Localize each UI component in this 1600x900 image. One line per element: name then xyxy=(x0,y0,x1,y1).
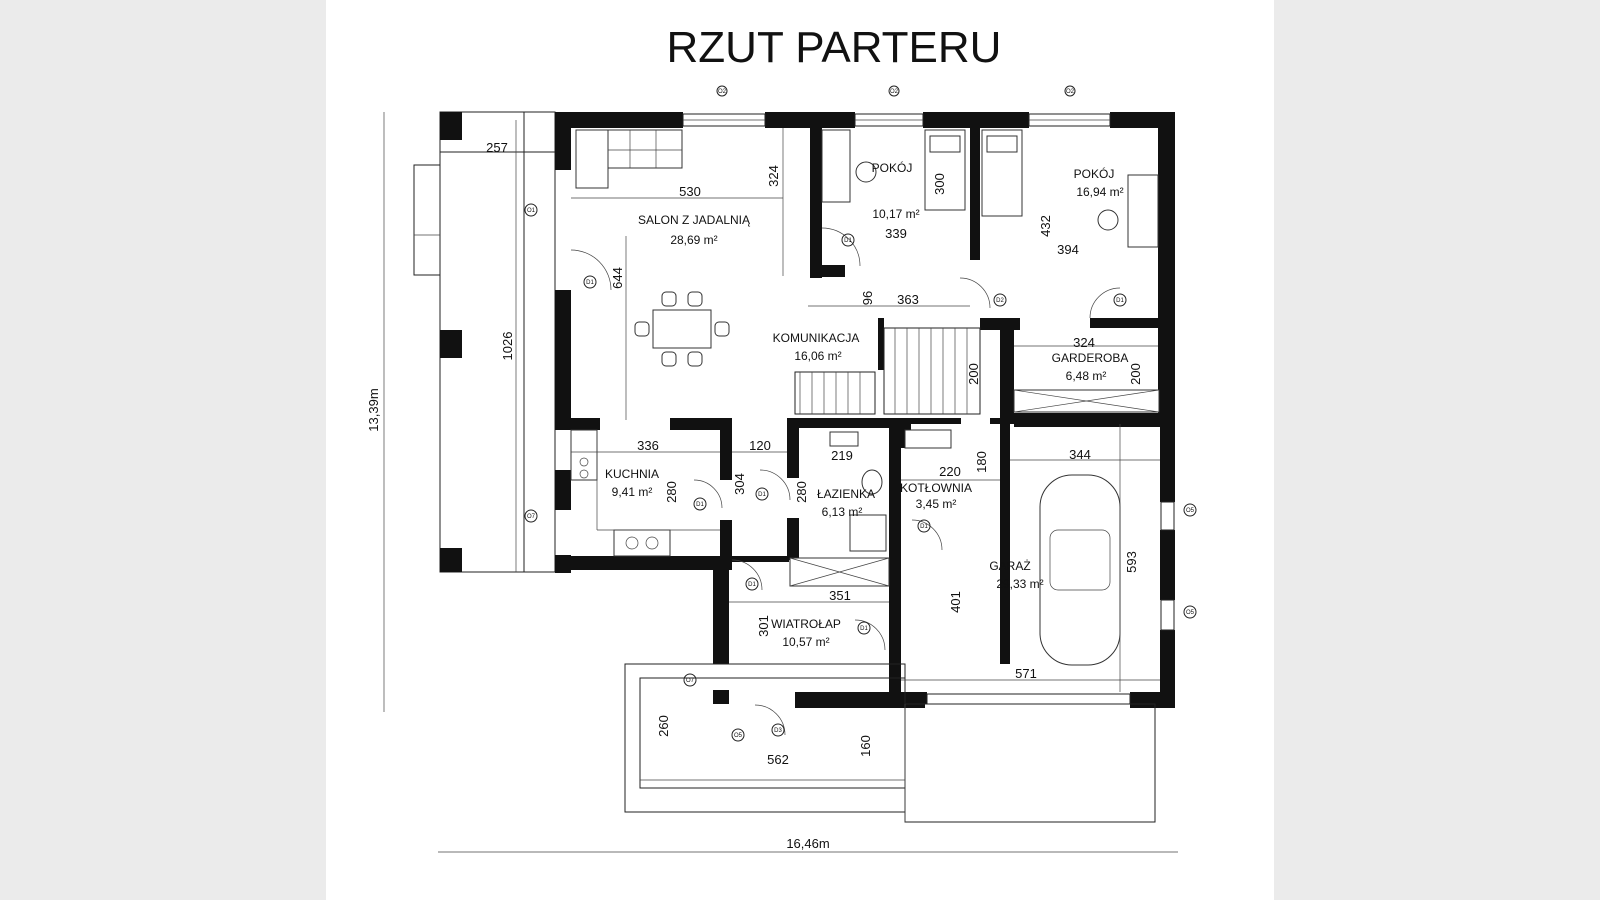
dimension-labels: 257 530 324 300 339 432 394 644 96 363 3… xyxy=(366,140,1143,851)
dim-280-lazienka: 280 xyxy=(794,481,809,503)
room-area-pokoj1: 10,17 m² xyxy=(872,207,919,221)
room-area-lazienka: 6,13 m² xyxy=(822,505,863,519)
dim-260: 260 xyxy=(656,715,671,737)
room-area-komunikacja: 16,06 m² xyxy=(794,349,841,363)
dim-300: 300 xyxy=(932,173,947,195)
dimension-lines xyxy=(383,112,1178,853)
tag-window-top-1: O2 xyxy=(718,89,727,95)
dim-339: 339 xyxy=(885,226,907,241)
tag-entry-side: O5 xyxy=(734,733,743,739)
dim-219: 219 xyxy=(831,448,853,463)
dim-530: 530 xyxy=(679,184,701,199)
dim-180: 180 xyxy=(974,451,989,473)
dim-644: 644 xyxy=(610,267,625,289)
room-name-kuchnia: KUCHNIA xyxy=(605,467,659,481)
tag-pokoj2-door: D1 xyxy=(1116,298,1124,304)
plan-title: RZUT PARTERU xyxy=(667,23,1002,72)
room-area-pokoj2: 16,94 m² xyxy=(1076,185,1123,199)
dim-257: 257 xyxy=(486,140,508,155)
tag-salon-door: D1 xyxy=(586,280,594,286)
dim-363: 363 xyxy=(897,292,919,307)
dim-160: 160 xyxy=(858,735,873,757)
room-name-salon: SALON Z JADALNIĄ xyxy=(638,213,751,227)
dim-301: 301 xyxy=(756,615,771,637)
dim-324-salon: 324 xyxy=(766,165,781,187)
dim-304: 304 xyxy=(732,473,747,495)
dim-401: 401 xyxy=(948,591,963,613)
room-area-kotlownia: 3,45 m² xyxy=(916,497,957,511)
dim-571: 571 xyxy=(1015,666,1037,681)
opening-tags: O2 O2 O2 O1 O7 D1 D1 D2 D1 D1 D1 D1 D1 D… xyxy=(524,85,1197,742)
room-name-pokoj1: POKÓJ xyxy=(872,160,913,175)
room-area-wiatrolap: 10,57 m² xyxy=(782,635,829,649)
tag-garage-door: D1 xyxy=(860,626,868,632)
tag-entry-window: O7 xyxy=(686,678,695,684)
dim-394: 394 xyxy=(1057,242,1079,257)
dim-total-width: 16,46m xyxy=(786,836,829,851)
drawing-sheet xyxy=(326,0,1274,900)
dim-1026: 1026 xyxy=(500,332,515,361)
dim-200-stairs: 200 xyxy=(966,363,981,385)
tag-kuchnia-door: D1 xyxy=(696,502,704,508)
dim-351: 351 xyxy=(829,588,851,603)
room-area-kuchnia: 9,41 m² xyxy=(612,485,653,499)
tag-lazienka-door: D1 xyxy=(758,492,766,498)
dim-344: 344 xyxy=(1069,447,1091,462)
dim-562: 562 xyxy=(767,752,789,767)
room-area-garaz: 29,33 m² xyxy=(996,577,1043,591)
dim-280-kuchnia: 280 xyxy=(664,481,679,503)
room-area-garderoba: 6,48 m² xyxy=(1066,369,1107,383)
room-labels: SALON Z JADALNIĄ 28,69 m² POKÓJ 10,17 m²… xyxy=(605,160,1128,649)
room-name-wiatrolap: WIATROŁAP xyxy=(771,617,841,631)
furniture xyxy=(570,129,1160,666)
dim-200-garderoba: 200 xyxy=(1128,363,1143,385)
dim-96: 96 xyxy=(860,291,875,305)
tag-garage-window-1: O5 xyxy=(1186,508,1195,514)
terrace xyxy=(413,111,556,573)
room-area-salon: 28,69 m² xyxy=(670,233,717,247)
tag-window-top-3: O2 xyxy=(1066,89,1075,95)
room-name-pokoj2: POKÓJ xyxy=(1074,166,1115,181)
dim-432: 432 xyxy=(1038,215,1053,237)
dim-336: 336 xyxy=(637,438,659,453)
tag-terrace-door: O1 xyxy=(527,208,536,214)
tag-wiatrolap-door: D1 xyxy=(748,582,756,588)
tag-kitchen-window: O7 xyxy=(527,514,536,520)
dim-120: 120 xyxy=(749,438,771,453)
entrance-platform xyxy=(624,663,1156,823)
room-name-garderoba: GARDEROBA xyxy=(1052,351,1129,365)
tag-entry-door: D3 xyxy=(774,728,782,734)
dim-220: 220 xyxy=(939,464,961,479)
tag-kotlownia-door: D1 xyxy=(920,524,928,530)
tag-window-top-2: O2 xyxy=(890,89,899,95)
tag-pokoj1-door: D1 xyxy=(844,238,852,244)
room-name-kotlownia: KOTŁOWNIA xyxy=(900,481,972,495)
tag-pokoj-door-d2: D2 xyxy=(996,298,1004,304)
dim-total-height: 13,39m xyxy=(366,388,381,431)
tag-garage-window-2: O5 xyxy=(1186,610,1195,616)
room-name-garaz: GARAŻ xyxy=(989,559,1030,573)
door-swings xyxy=(570,227,1121,736)
dim-324-garderoba: 324 xyxy=(1073,335,1095,350)
room-name-lazienka: ŁAZIENKA xyxy=(817,487,875,501)
room-name-komunikacja: KOMUNIKACJA xyxy=(773,331,860,345)
dim-593: 593 xyxy=(1124,551,1139,573)
interior-walls xyxy=(555,112,1175,693)
